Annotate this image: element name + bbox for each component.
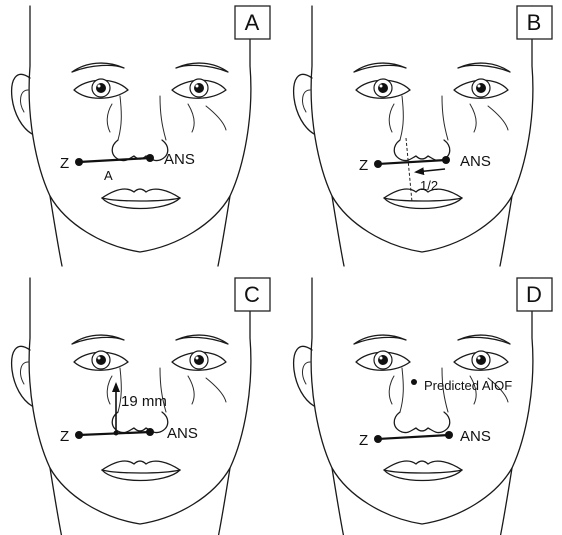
panel-d: D Z ANS Predicted AIOF (294, 278, 552, 535)
midpoint-dashed-line (406, 138, 412, 202)
z-ans-line (79, 158, 150, 162)
ans-label: ANS (460, 153, 491, 170)
ans-point (445, 431, 453, 439)
face-drawing (12, 6, 251, 266)
ans-label: ANS (164, 151, 195, 168)
predicted-aiof-label: Predicted AIOF (424, 378, 512, 393)
ans-point (146, 428, 154, 436)
ans-label: ANS (167, 425, 198, 442)
panel-label: D (526, 282, 542, 307)
panel-b: B Z ANS 1/2 (294, 6, 552, 266)
z-label: Z (60, 155, 69, 172)
predicted-aiof-point (411, 379, 417, 385)
face-drawing (294, 278, 533, 535)
z-label: Z (60, 428, 69, 445)
panel-label: C (244, 282, 260, 307)
panel-a: A Z ANS A (12, 6, 270, 266)
z-ans-line (378, 160, 446, 164)
z-label: Z (359, 432, 368, 449)
z-ans-line (378, 435, 449, 439)
panel-c: C Z ANS 19 mm (12, 278, 270, 535)
z-point (374, 435, 382, 443)
ans-label: ANS (460, 428, 491, 445)
z-point (75, 158, 83, 166)
segment-label: A (104, 168, 113, 183)
half-arrow (416, 169, 445, 172)
distance-label: 19 mm (121, 393, 167, 410)
z-point (374, 160, 382, 168)
panel-label: A (245, 10, 260, 35)
z-label: Z (359, 157, 368, 174)
face-drawing (294, 6, 533, 266)
z-point (75, 431, 83, 439)
panel-label: B (527, 10, 542, 35)
half-label: 1/2 (420, 178, 438, 193)
ans-point (146, 154, 154, 162)
ans-point (442, 156, 450, 164)
